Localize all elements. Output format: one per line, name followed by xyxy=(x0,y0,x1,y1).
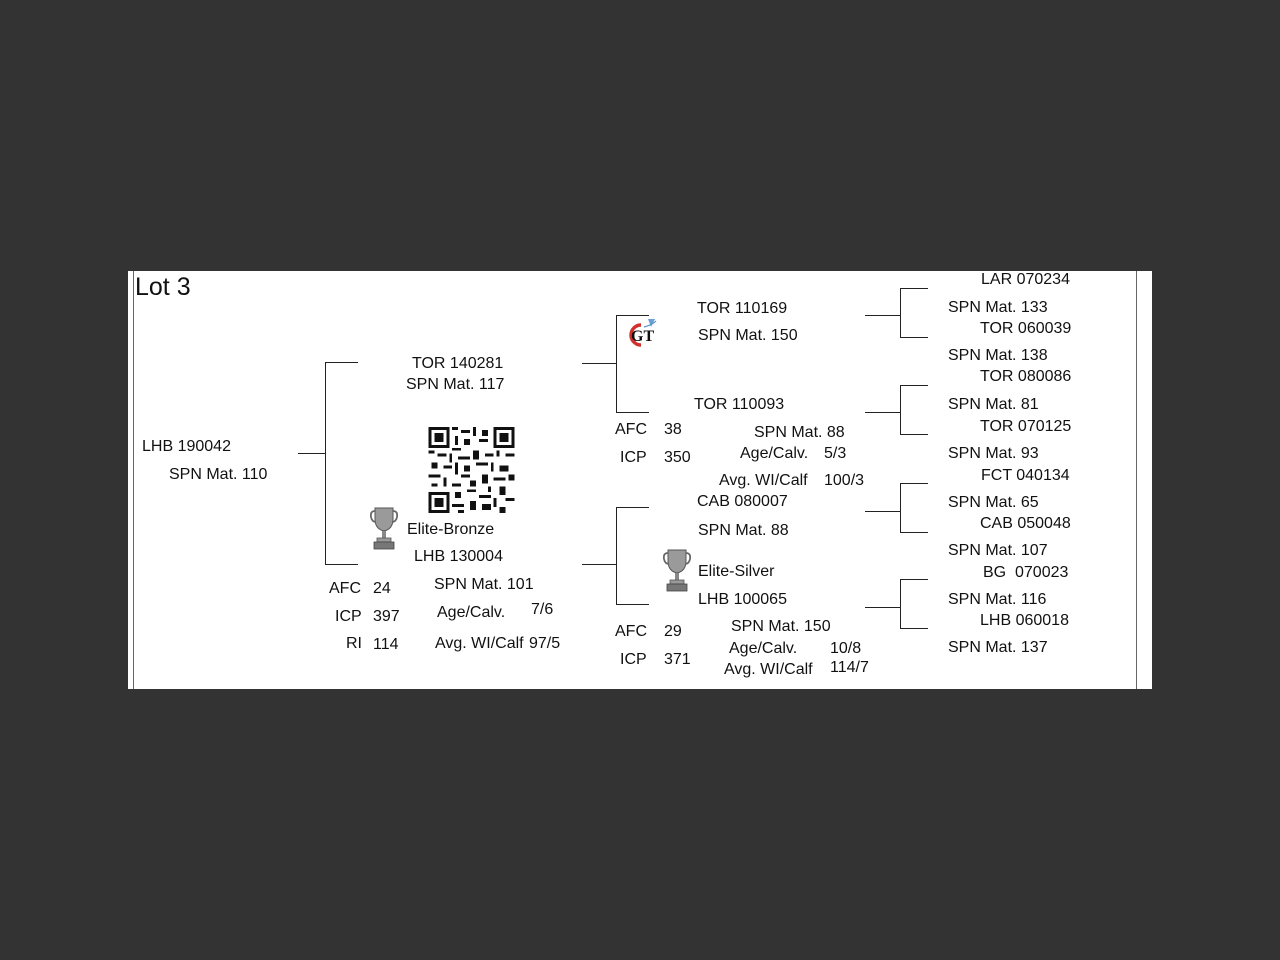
sire-dam-wi-label: Avg. WI/Calf xyxy=(719,472,808,489)
connector xyxy=(900,288,901,338)
dam-id: LHB 130004 xyxy=(414,548,503,565)
connector xyxy=(900,579,901,629)
dam-dam-afc-value: 29 xyxy=(664,623,682,640)
sire-dam-age-label: Age/Calv. xyxy=(740,445,809,462)
sire-dam-icp-label: ICP xyxy=(620,449,647,466)
dam-sire-id: CAB 080007 xyxy=(697,493,788,510)
sire-dam-icp-value: 350 xyxy=(664,449,691,466)
gen3-sdd-id: TOR 070125 xyxy=(980,418,1072,435)
connector xyxy=(616,412,649,413)
connector xyxy=(865,511,900,512)
dam-wi-label: Avg. WI/Calf xyxy=(435,635,524,652)
connector xyxy=(900,434,928,435)
dam-age-value: 7/6 xyxy=(531,601,554,618)
gt-logo: GT xyxy=(629,319,657,347)
connector xyxy=(900,628,928,629)
connector xyxy=(865,412,900,413)
dam-dam-age-value: 10/8 xyxy=(830,640,862,657)
gen3-dsd-spn: SPN Mat. 107 xyxy=(948,542,1048,559)
dam-dam-wi-value: 114/7 xyxy=(830,659,869,676)
connector xyxy=(616,604,649,605)
gen3-sss-id: LAR 070234 xyxy=(981,271,1070,288)
dam-afc-label: AFC xyxy=(329,580,361,597)
connector xyxy=(298,453,325,454)
trophy-icon xyxy=(663,549,691,592)
gen3-sss-spn: SPN Mat. 133 xyxy=(948,299,1048,316)
lot-title: Lot 3 xyxy=(135,273,191,301)
connector xyxy=(900,385,928,386)
dam-dam-id: LHB 100065 xyxy=(698,591,787,608)
gen3-ddd-spn: SPN Mat. 137 xyxy=(948,639,1048,656)
connector xyxy=(616,315,617,413)
gen3-dss-spn: SPN Mat. 65 xyxy=(948,494,1039,511)
connector xyxy=(865,315,900,316)
gen3-sdd-spn: SPN Mat. 93 xyxy=(948,445,1039,462)
subject-id: LHB 190042 xyxy=(142,438,231,455)
dam-icp-label: ICP xyxy=(335,608,362,625)
connector xyxy=(325,362,358,363)
gt-logo-text: GT xyxy=(631,328,654,345)
document-left-edge xyxy=(128,271,134,689)
connector xyxy=(900,483,901,533)
sire-dam-age-value: 5/3 xyxy=(824,445,847,462)
dam-afc-value: 24 xyxy=(373,580,391,597)
sire-dam-id: TOR 110093 xyxy=(694,396,785,413)
connector xyxy=(582,363,616,364)
sire-id: TOR 140281 xyxy=(412,355,504,372)
dam-dam-icp-value: 371 xyxy=(664,651,691,668)
gen3-ssd-id: TOR 060039 xyxy=(980,320,1072,337)
dam-award: Elite-Bronze xyxy=(407,521,495,538)
dam-dam-wi-label: Avg. WI/Calf xyxy=(724,661,813,678)
sire-dam-spn: SPN Mat. 88 xyxy=(754,424,845,441)
connector xyxy=(325,564,358,565)
dam-age-label: Age/Calv. xyxy=(437,604,506,621)
subject-spn: SPN Mat. 110 xyxy=(169,466,268,483)
qr-code xyxy=(428,427,515,513)
connector xyxy=(616,507,649,508)
connector xyxy=(900,532,928,533)
connector xyxy=(582,564,616,565)
dam-dam-afc-label: AFC xyxy=(615,623,647,640)
connector xyxy=(900,579,928,580)
sire-sire-id: TOR 110169 xyxy=(697,300,788,317)
document-right-edge xyxy=(1136,271,1152,689)
dam-dam-icp-label: ICP xyxy=(620,651,647,668)
dam-wi-value: 97/5 xyxy=(529,635,561,652)
gen3-sds-id: TOR 080086 xyxy=(980,368,1072,385)
connector xyxy=(900,483,928,484)
dam-dam-award: Elite-Silver xyxy=(698,563,775,580)
sire-dam-afc-value: 38 xyxy=(664,421,682,438)
dam-spn: SPN Mat. 101 xyxy=(434,576,534,593)
gen3-dsd-id: CAB 050048 xyxy=(980,515,1071,532)
connector xyxy=(900,385,901,435)
connector xyxy=(325,362,326,565)
dam-dam-age-label: Age/Calv. xyxy=(729,640,798,657)
connector xyxy=(616,507,617,605)
sire-sire-spn: SPN Mat. 150 xyxy=(698,327,798,344)
dam-ri-value: 114 xyxy=(373,636,399,653)
sire-spn: SPN Mat. 117 xyxy=(406,376,505,393)
connector xyxy=(900,288,928,289)
gen3-ddd-id: LHB 060018 xyxy=(980,612,1069,629)
connector xyxy=(616,315,649,316)
sire-dam-wi-value: 100/3 xyxy=(824,472,865,489)
trophy-icon xyxy=(370,507,398,550)
sire-dam-afc-label: AFC xyxy=(615,421,647,438)
gen3-dss-id: FCT 040134 xyxy=(981,467,1070,484)
gen3-sds-spn: SPN Mat. 81 xyxy=(948,396,1039,413)
dam-sire-spn: SPN Mat. 88 xyxy=(698,522,789,539)
gen3-ssd-spn: SPN Mat. 138 xyxy=(948,347,1048,364)
dam-dam-spn: SPN Mat. 150 xyxy=(731,618,831,635)
connector xyxy=(900,337,928,338)
pedigree-document: Lot 3 LHB 190042 SPN Mat. 110 TOR 140281… xyxy=(128,271,1152,689)
connector xyxy=(865,607,900,608)
gen3-dds-id: BG 070023 xyxy=(983,564,1069,581)
dam-ri-label: RI xyxy=(346,635,362,652)
gen3-dds-spn: SPN Mat. 116 xyxy=(948,591,1047,608)
dam-icp-value: 397 xyxy=(373,608,400,625)
